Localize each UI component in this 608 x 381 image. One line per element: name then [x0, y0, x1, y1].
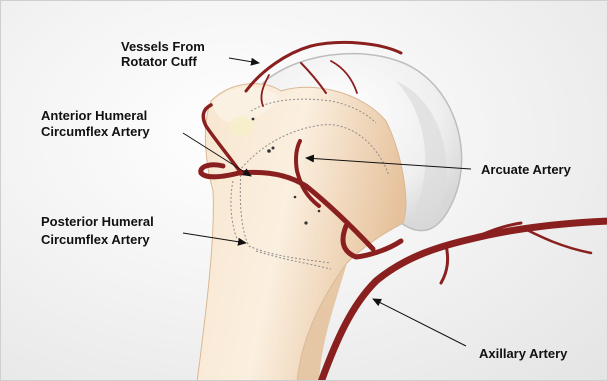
axillary-branch-lower: [441, 245, 448, 283]
label-vessels-line2: Rotator Cuff: [121, 54, 197, 69]
label-anterior-line1: Anterior Humeral: [41, 108, 147, 123]
humerus-bone: [197, 84, 406, 381]
tubercle-highlight: [229, 116, 253, 136]
label-posterior-line1: Posterior Humeral: [41, 214, 154, 229]
foramen-dot: [267, 149, 271, 153]
axillary-leader-line: [373, 299, 466, 346]
label-arcuate: Arcuate Artery: [481, 162, 572, 177]
label-vessels-line1: Vessels From: [121, 39, 205, 54]
foramen-dot: [304, 221, 307, 224]
axillary-branch-right: [521, 227, 591, 253]
foramen-dot: [252, 118, 255, 121]
foramen-dot: [294, 196, 297, 199]
vessels-leader-line: [229, 58, 259, 63]
foramen-dot: [272, 147, 275, 150]
label-anterior-line2: Circumflex Artery: [41, 124, 150, 139]
label-posterior-line2: Circumflex Artery: [41, 232, 150, 247]
label-axillary: Axillary Artery: [479, 346, 568, 361]
foramen-dot: [318, 210, 321, 213]
